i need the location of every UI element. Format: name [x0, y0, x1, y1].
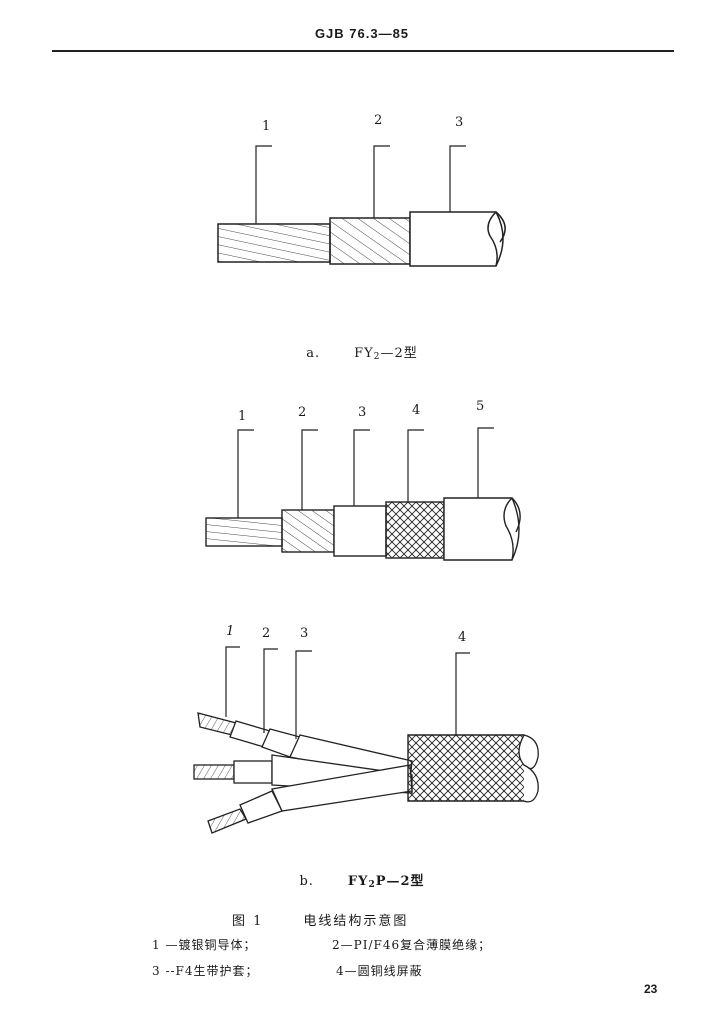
figure-a-caption-model: FY [354, 346, 374, 361]
leader-lines-a [255, 145, 466, 224]
cable-b2-core-lower [207, 764, 413, 834]
figure-b1-label-1: 1 [238, 409, 246, 424]
legend-item-4: 4—圆铜线屏蔽 [336, 964, 423, 978]
figure-b1-diagram: 1 2 3 4 5 [205, 399, 521, 561]
header-rule [52, 50, 674, 52]
cable-b1-conductor [205, 517, 283, 547]
figure-b-caption-model: FY [347, 874, 369, 889]
figure-a-label-1: 1 [262, 119, 270, 134]
figure-a-diagram: 1 2 3 [217, 113, 506, 267]
leader-lines-b2 [225, 646, 470, 739]
figure-b1-label-4: 4 [412, 403, 420, 418]
cable-b1-insulation [281, 509, 335, 553]
legend-item-1: 1 —镀银铜导体； [152, 938, 257, 952]
page-number: 23 [644, 982, 658, 996]
cable-b1-sheath [333, 505, 387, 557]
figure-b2-label-1: 1 [226, 624, 234, 639]
figure-a-caption-prefix: a. [306, 346, 321, 361]
figure-b-caption-suffix: P—2型 [375, 874, 425, 889]
cable-b2-shield [407, 734, 539, 803]
page-header: GJB 76.3—85 [314, 26, 410, 41]
cable-a-insulation [329, 217, 411, 265]
cable-b1-outer-jacket [443, 497, 521, 561]
figure-b-caption-prefix: b. [299, 874, 314, 889]
figure-b2-label-3: 3 [300, 626, 308, 641]
figure-b1-label-5: 5 [476, 399, 484, 414]
leader-lines-b1 [237, 427, 494, 518]
figure-a-label-3: 3 [455, 115, 463, 130]
figure-a-caption: a. FY2—2型 [0, 342, 724, 362]
legend-item-2: 2—PI/F46复合薄膜绝缘； [332, 938, 492, 952]
cable-b1-shield [385, 501, 445, 559]
figure-b2-diagram: 1 2 3 4 [193, 624, 539, 834]
legend-item-3: 3 --F4生带护套； [152, 964, 259, 978]
figure-b2-label-2: 2 [262, 626, 270, 641]
figure-b-caption: b. FY2P—2型 [0, 870, 724, 890]
figure-b2-label-4: 4 [458, 630, 466, 645]
figure-b1-label-2: 2 [298, 405, 306, 420]
figure-title-text: 电线结构示意图 [303, 914, 409, 929]
figure-title: 图 1 电线结构示意图 [232, 910, 408, 929]
figure-a-caption-suffix: —2型 [380, 346, 418, 361]
figure-a-label-2: 2 [374, 113, 382, 128]
figure-number: 图 1 [232, 914, 264, 929]
figure-b-caption-sub: 2 [368, 880, 376, 890]
figure-b1-label-3: 3 [358, 405, 366, 420]
cable-a-sheath [409, 211, 506, 267]
figure-a-caption-sub: 2 [373, 352, 381, 362]
cable-a-conductor [217, 223, 331, 263]
